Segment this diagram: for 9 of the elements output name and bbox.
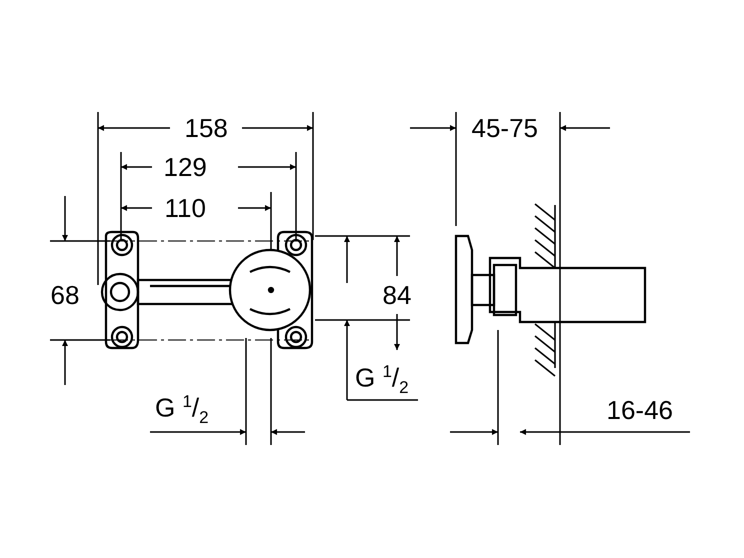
dimension-value: 68: [50, 281, 80, 309]
dimension-value: 110: [164, 194, 207, 222]
dimension-value: 84: [382, 281, 412, 309]
thread-size-label: G $^{1}$/$_{2}$: [354, 361, 410, 399]
dimension-value: 45-75: [470, 114, 539, 142]
dimension-value: 129: [162, 153, 208, 181]
thread-size-label: G $^{1}$/$_{2}$: [154, 391, 210, 429]
dimension-value: 16-46: [606, 396, 674, 424]
dimension-value: 158: [184, 114, 229, 142]
